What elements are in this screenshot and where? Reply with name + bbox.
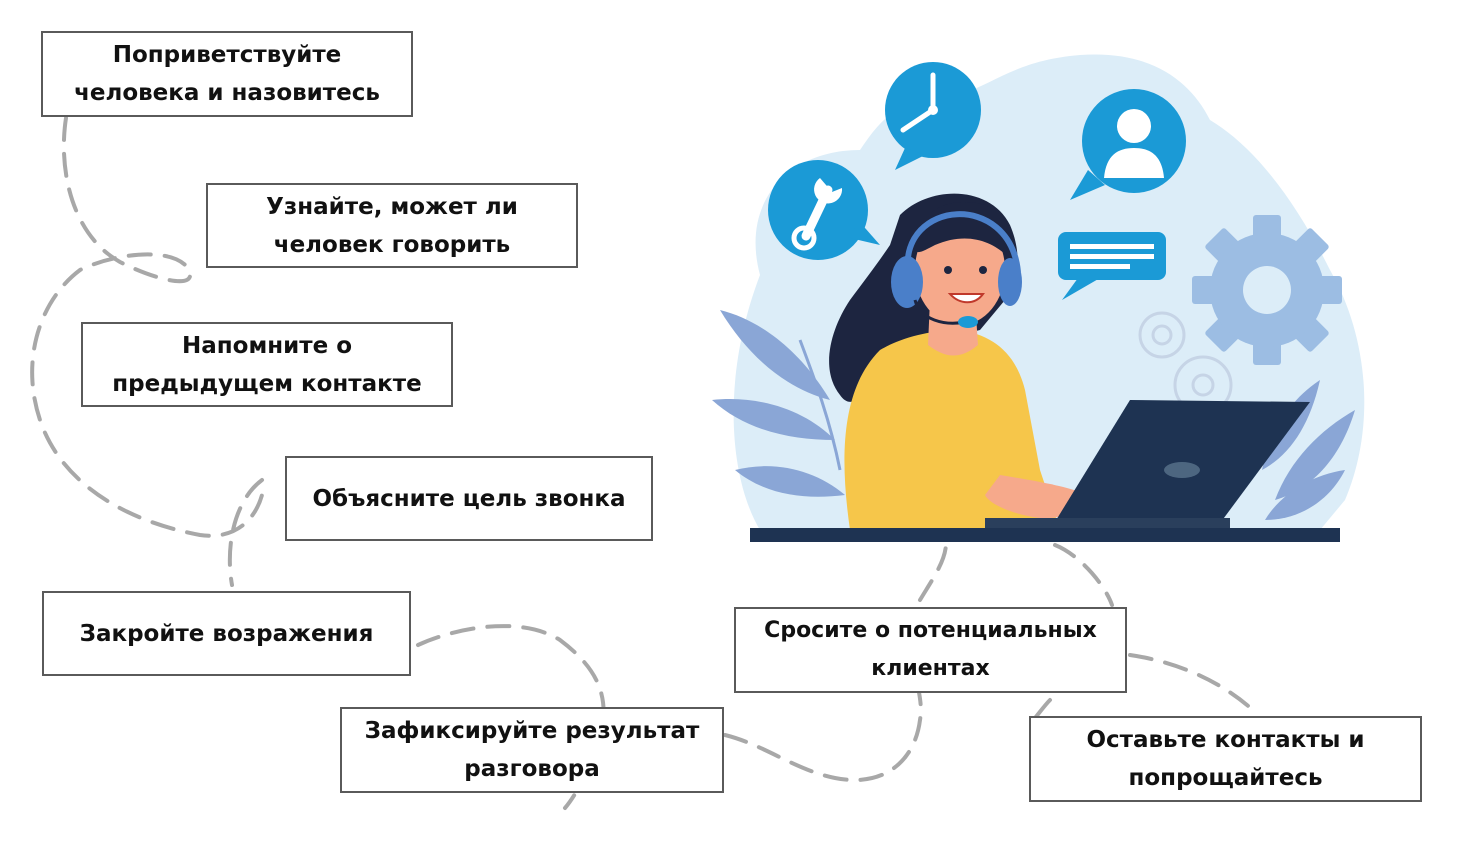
step-record-result: Зафиксируйте результат разговора [340, 707, 724, 793]
arm [985, 475, 1081, 519]
clock-icon [885, 62, 981, 170]
step-remind-contact: Напомните о предыдущем контакте [81, 322, 453, 407]
gear-icon [1192, 215, 1342, 365]
wrench-icon [768, 160, 880, 260]
smile [947, 293, 985, 304]
leaves-left [712, 310, 845, 497]
step-leave-contacts: Оставьте контакты и попрощайтесь [1029, 716, 1422, 802]
operator-illustration [712, 54, 1365, 542]
headset-icon [891, 211, 1022, 328]
eye-right [979, 266, 987, 274]
laptop-icon [985, 400, 1310, 530]
step-handle-objections: Закройте возражения [42, 591, 411, 676]
step-explain-purpose: Объясните цель звонка [285, 456, 653, 541]
step-greet: Поприветствуйте человека и назовитесь [41, 31, 413, 117]
step-ask-can-talk: Узнайте, может ли человек говорить [206, 183, 578, 268]
eye-left [944, 266, 952, 274]
chat-icon [1058, 232, 1166, 300]
user-icon [1070, 89, 1186, 200]
step-ask-referrals: Сросите о потенциальных клиентах [734, 607, 1127, 693]
desk [750, 528, 1340, 542]
